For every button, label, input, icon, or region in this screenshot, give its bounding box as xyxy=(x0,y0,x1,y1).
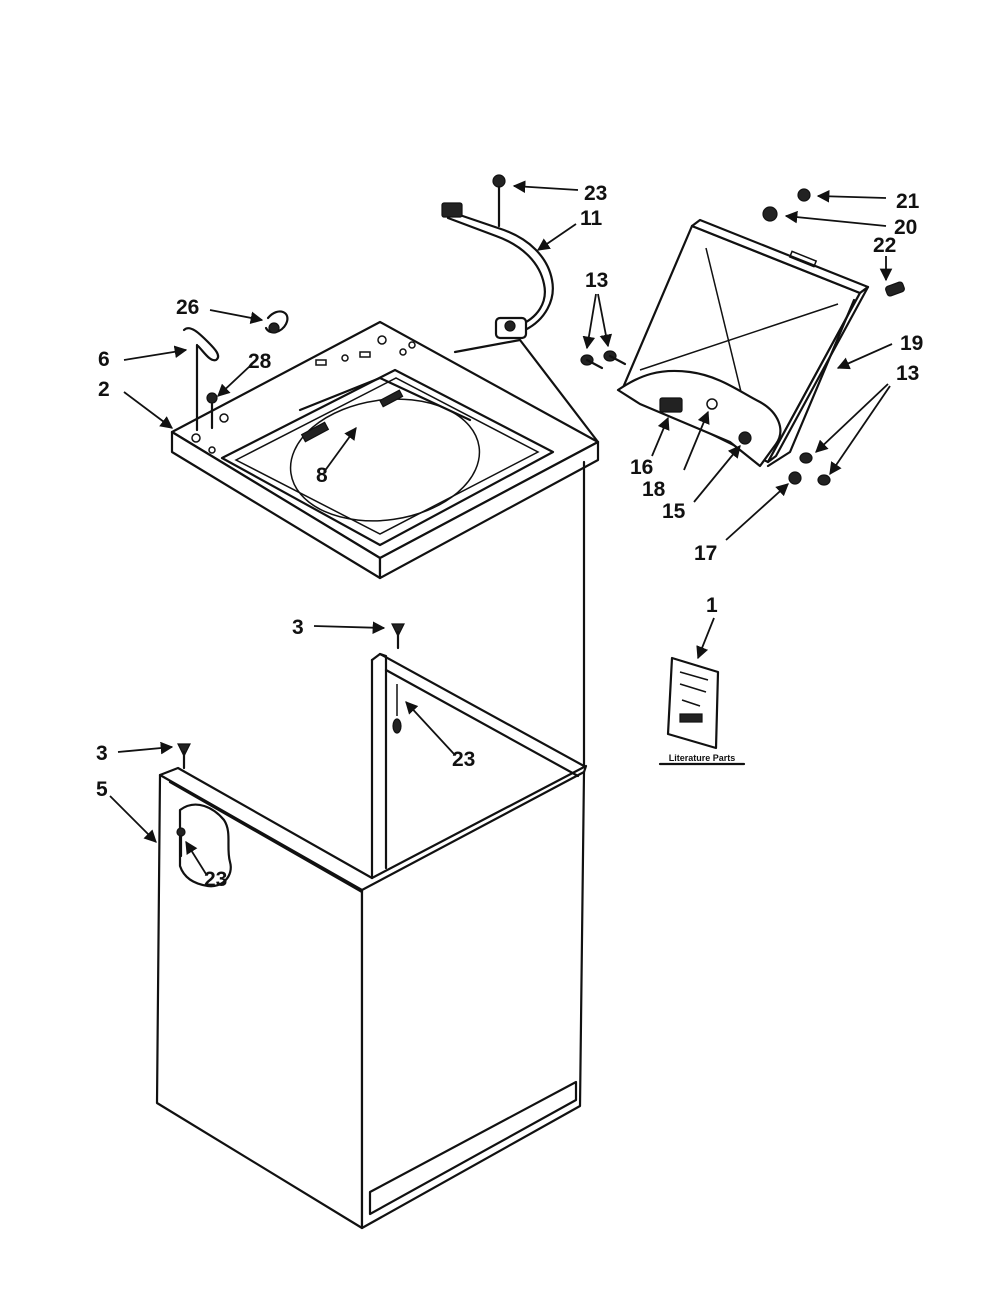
callout-16: 16 xyxy=(630,456,653,479)
callout-22: 22 xyxy=(873,234,896,257)
callout-26: 26 xyxy=(176,296,199,319)
callout-18: 18 xyxy=(642,478,666,501)
callout-11: 11 xyxy=(580,207,603,230)
clip-26 xyxy=(264,310,289,334)
clip-3-upper xyxy=(391,623,405,650)
nut-20 xyxy=(762,206,778,222)
callout-15: 15 xyxy=(662,500,686,523)
callout-5: 5 xyxy=(96,778,108,801)
callout-21: 21 xyxy=(896,190,920,213)
washer-21 xyxy=(797,188,811,202)
callout-20: 20 xyxy=(894,216,917,239)
clip-3-lower xyxy=(177,743,191,770)
callout-17: 17 xyxy=(694,542,717,565)
callout-2: 2 xyxy=(98,378,110,401)
literature-booklet: Literature Parts xyxy=(658,656,746,766)
callout-1: 1 xyxy=(706,594,718,617)
screw-28 xyxy=(206,392,218,430)
callout-23-middle: 23 xyxy=(452,748,475,771)
callout-23-lower: 23 xyxy=(204,868,227,891)
callout-labels: 23 11 21 20 22 13 19 13 16 18 15 17 1 26… xyxy=(96,182,923,891)
callout-3-upper: 3 xyxy=(292,616,304,639)
cabinet xyxy=(155,460,588,1230)
screws-13-left xyxy=(580,350,627,370)
screw-23-top xyxy=(492,174,506,228)
callout-13-left: 13 xyxy=(585,269,608,292)
callout-8: 8 xyxy=(316,464,328,487)
literature-caption: Literature Parts xyxy=(669,753,736,763)
callout-13-right: 13 xyxy=(896,362,919,385)
callout-6: 6 xyxy=(98,348,110,371)
callout-23-top: 23 xyxy=(584,182,607,205)
leader-arrows xyxy=(109,180,893,875)
callout-3-lower: 3 xyxy=(96,742,108,765)
bracket-6 xyxy=(182,327,220,432)
top-panel xyxy=(170,320,600,580)
wire-harness xyxy=(441,202,554,340)
callout-28: 28 xyxy=(248,350,272,373)
screws-13-right xyxy=(799,452,831,486)
screw-22 xyxy=(885,281,905,297)
lid xyxy=(616,218,870,485)
callout-19: 19 xyxy=(900,332,923,355)
